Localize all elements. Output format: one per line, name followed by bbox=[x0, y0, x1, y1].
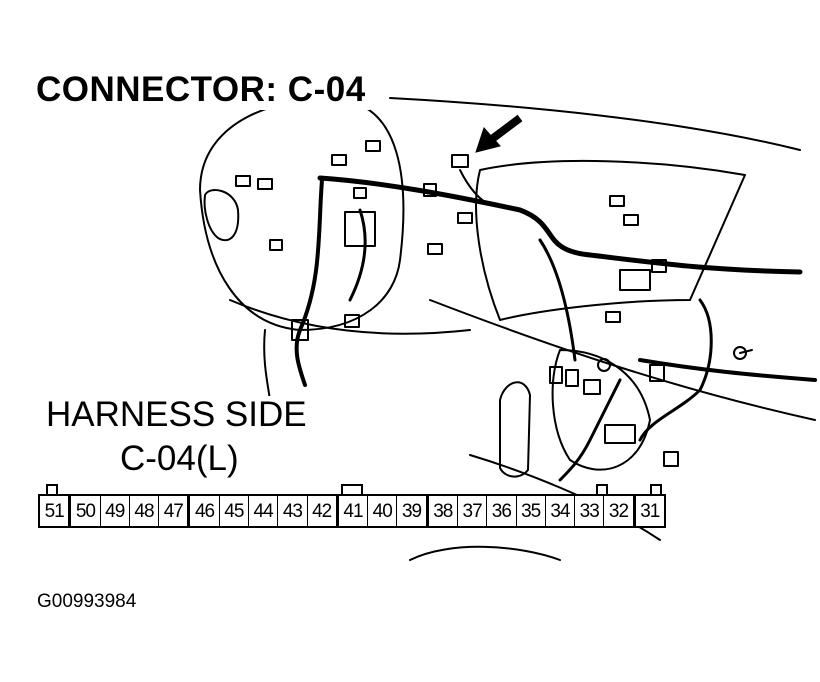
connector-pin-38: 38 bbox=[426, 496, 458, 526]
connector-pin-49: 49 bbox=[101, 496, 130, 526]
connector-pin-48: 48 bbox=[130, 496, 160, 526]
wiring-connector bbox=[609, 195, 625, 207]
connector-lock-tab bbox=[650, 484, 662, 497]
center-stack bbox=[551, 349, 651, 471]
dashboard-front-edge bbox=[229, 299, 471, 335]
wiring-connector bbox=[605, 311, 621, 323]
wiring-connector bbox=[549, 366, 563, 384]
harness-branch-1 bbox=[538, 238, 577, 362]
wiring-connector bbox=[457, 212, 473, 224]
wiring-connector bbox=[663, 451, 679, 467]
wiring-connector bbox=[651, 259, 667, 273]
connector-pin-43: 43 bbox=[278, 496, 308, 526]
connector-lock-tab bbox=[596, 484, 608, 497]
connector-pin-47: 47 bbox=[159, 496, 189, 526]
dashboard-top-edge bbox=[389, 97, 801, 151]
lower-harness bbox=[638, 358, 817, 382]
connector-pin-39: 39 bbox=[397, 496, 427, 526]
wiring-connector bbox=[604, 424, 636, 444]
wiring-connector bbox=[353, 187, 367, 199]
connector-pin-31: 31 bbox=[633, 496, 664, 526]
wiring-connector bbox=[344, 211, 376, 247]
connector-lock-tab bbox=[46, 484, 58, 497]
connector-pin-42: 42 bbox=[308, 496, 337, 526]
shift-lever bbox=[499, 381, 531, 478]
connector-pin-34: 34 bbox=[546, 496, 576, 526]
harness-branch-4 bbox=[348, 208, 367, 302]
connector-pin-32: 32 bbox=[604, 496, 634, 526]
pointer-arrow bbox=[475, 114, 523, 153]
wiring-connector bbox=[649, 364, 665, 382]
figure-id: G00993984 bbox=[37, 591, 137, 612]
wiring-connector bbox=[344, 314, 360, 328]
left-vent-outline bbox=[203, 189, 240, 242]
instrument-cluster-outline bbox=[199, 98, 405, 331]
wiring-connector bbox=[623, 214, 639, 226]
connector-pin-45: 45 bbox=[220, 496, 249, 526]
main-harness bbox=[317, 175, 803, 275]
wiring-connector bbox=[427, 243, 443, 255]
connector-pin-35: 35 bbox=[517, 496, 546, 526]
wiring-connector bbox=[269, 239, 283, 251]
wiring-connector bbox=[331, 154, 347, 166]
wiring-connector bbox=[583, 379, 601, 395]
connector-pin-40: 40 bbox=[368, 496, 398, 526]
wiring-grommet bbox=[733, 346, 747, 360]
harness-tick bbox=[739, 349, 753, 354]
connector-pin-50: 50 bbox=[69, 496, 101, 526]
harness-branch-2 bbox=[638, 298, 713, 442]
wiring-connector bbox=[565, 369, 579, 387]
console-lower bbox=[409, 545, 561, 561]
connector-pin-51: 51 bbox=[40, 496, 70, 526]
harness-branch-3 bbox=[558, 378, 622, 482]
wiring-connector bbox=[365, 140, 381, 152]
connector-pin-44: 44 bbox=[249, 496, 279, 526]
harness-branch-5 bbox=[459, 169, 491, 206]
connector-pin-46: 46 bbox=[188, 496, 220, 526]
harness-connector-id: C-04(L) bbox=[120, 439, 239, 478]
wiring-connector bbox=[235, 175, 251, 187]
page-title: CONNECTOR: C-04 bbox=[36, 70, 370, 110]
harness-left-drop bbox=[294, 178, 324, 387]
connector-c-04-highlight bbox=[451, 154, 469, 168]
wiring-connector bbox=[291, 319, 309, 341]
wiring-grommet bbox=[597, 358, 611, 372]
glovebox-outline bbox=[475, 159, 746, 321]
left-pillar bbox=[263, 329, 271, 401]
connector-pin-41: 41 bbox=[336, 496, 369, 526]
harness-side-label: HARNESS SIDE bbox=[46, 395, 307, 434]
wiring-connector bbox=[619, 269, 651, 291]
connector-pin-36: 36 bbox=[487, 496, 517, 526]
wiring-connector bbox=[257, 178, 273, 190]
connector-pin-33: 33 bbox=[575, 496, 605, 526]
connector-pin-37: 37 bbox=[458, 496, 488, 526]
dashboard-lower-edge bbox=[429, 299, 816, 421]
wiring-connector bbox=[423, 183, 437, 197]
connector-lock-tab bbox=[341, 484, 363, 496]
